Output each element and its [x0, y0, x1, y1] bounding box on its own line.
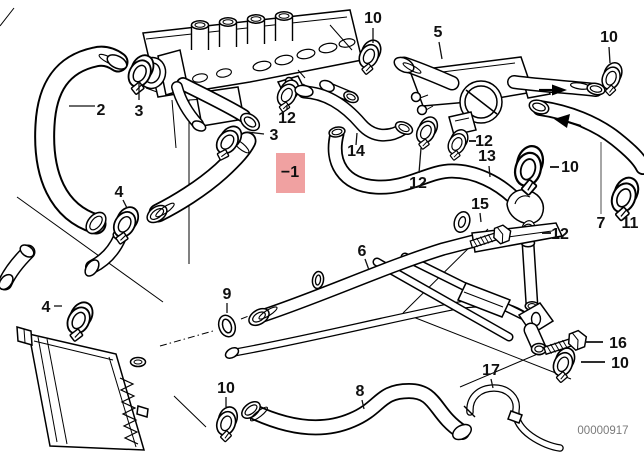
callout-10-top-right[interactable]: 10: [600, 29, 618, 46]
callout-2[interactable]: 2: [97, 102, 106, 119]
hose-2-drawing: [0, 45, 129, 291]
clamp-4-radiator: [59, 297, 99, 345]
callout-14[interactable]: 14: [347, 143, 365, 160]
callout-10-top-left[interactable]: 10: [364, 10, 382, 27]
callout-1-highlighted[interactable]: −1: [281, 164, 299, 181]
callout-12-engine[interactable]: 12: [278, 110, 296, 127]
callout-15[interactable]: 15: [471, 196, 489, 213]
callout-8[interactable]: 8: [356, 383, 365, 400]
callout-4-upper[interactable]: 4: [115, 184, 124, 201]
callout-12-throttle[interactable]: 12: [409, 175, 427, 192]
hose-7-drawing: [528, 99, 644, 175]
radiator-drawing: [16, 325, 149, 451]
callout-3-right[interactable]: 3: [270, 127, 279, 144]
clamp-10-bottom-left: [210, 403, 242, 444]
o-ring-9-drawing: [217, 314, 237, 338]
flow-arrow-right-icon: [552, 84, 567, 96]
callout-6[interactable]: 6: [358, 243, 367, 260]
flow-arrow-left-icon: [554, 114, 570, 128]
callout-11[interactable]: 11: [622, 215, 639, 232]
elbow-connector-drawing: [506, 189, 545, 225]
leader-lines: [54, 28, 611, 410]
highlighted-part-1[interactable]: −1: [276, 153, 305, 193]
hose-13-drawing: [327, 126, 521, 205]
callout-10-bottom-left[interactable]: 10: [217, 380, 235, 397]
callout-12-cap[interactable]: 12: [551, 226, 569, 243]
vertical-tube-drawing: [520, 236, 540, 313]
callout-3-left[interactable]: 3: [135, 103, 144, 120]
hose-14-drawing: [294, 84, 414, 142]
diagram-number: 00000917: [577, 425, 628, 437]
callout-9[interactable]: 9: [223, 286, 232, 303]
callout-4-radiator[interactable]: 4: [42, 299, 51, 316]
callout-5[interactable]: 5: [434, 24, 443, 41]
callout-17[interactable]: 17: [482, 362, 500, 379]
bracket-strap-17-drawing: [463, 384, 564, 452]
callout-labels: 2 3 4 12 3 10 5 10 14 12 12 13 10 15 12 …: [42, 10, 639, 400]
hose-8-drawing: [241, 382, 472, 441]
callout-7[interactable]: 7: [597, 215, 606, 232]
callout-12-mid[interactable]: 12: [475, 133, 493, 150]
clamp-12-a: [409, 113, 443, 152]
callout-10-bottom-right[interactable]: 10: [611, 355, 629, 372]
callout-13[interactable]: 13: [478, 148, 496, 165]
water-pipe-6-drawing: [224, 210, 564, 359]
stub-pipe-drawing: [319, 79, 359, 104]
highlight-box: [276, 153, 305, 193]
callout-10-mid[interactable]: 10: [561, 159, 579, 176]
callout-16[interactable]: 16: [609, 335, 627, 352]
throttle-body-drawing: [393, 56, 606, 136]
hose-1-drawing: [146, 131, 257, 224]
